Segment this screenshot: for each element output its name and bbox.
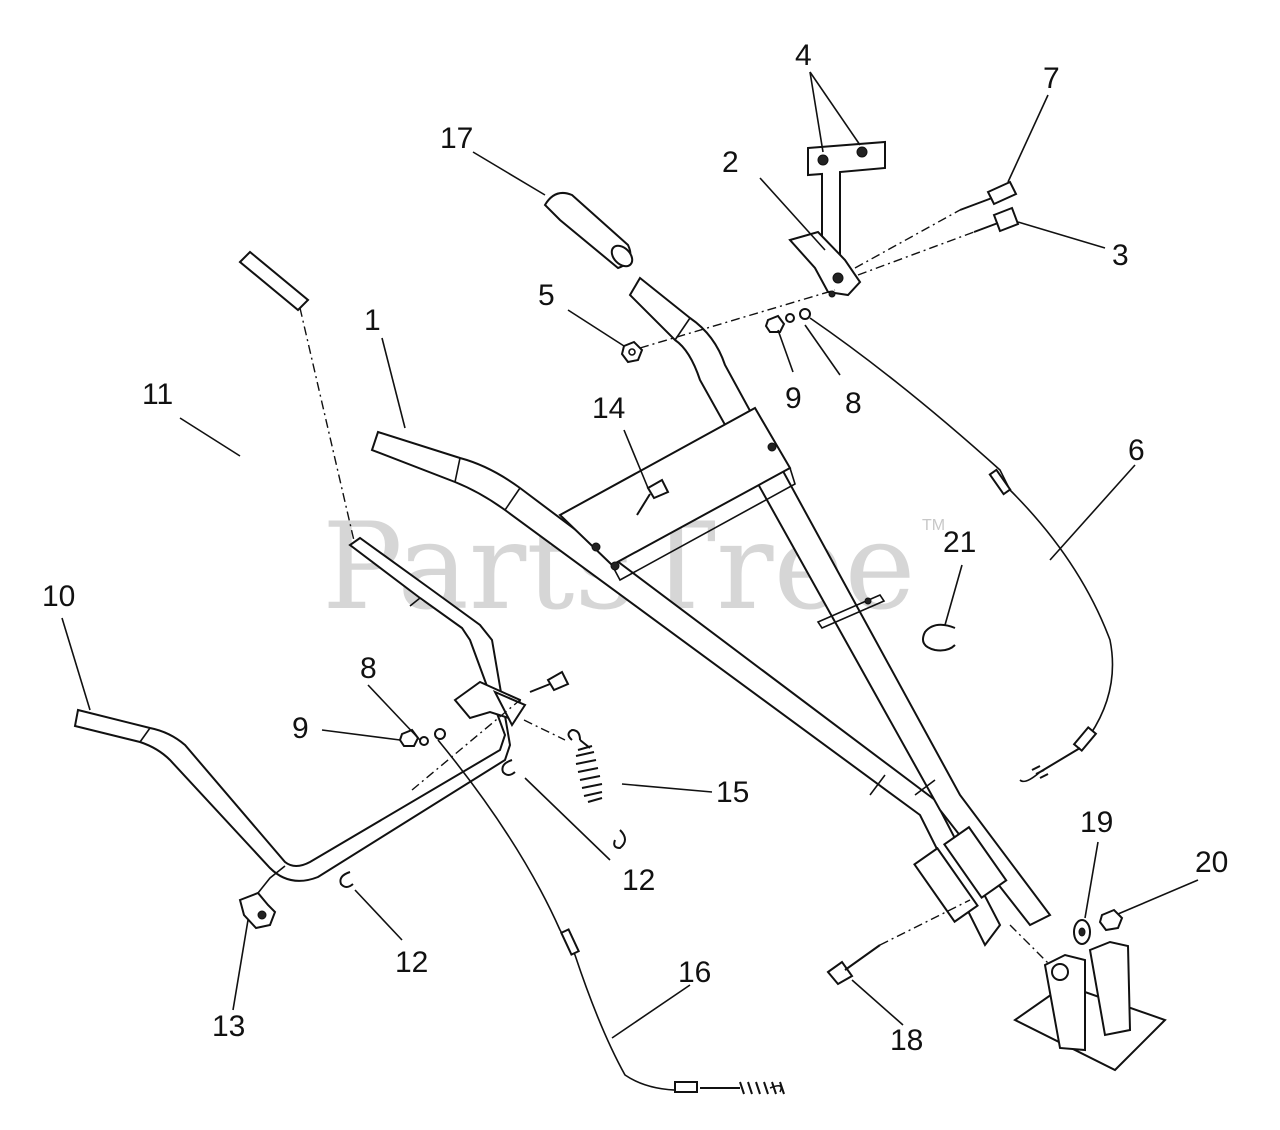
nut-part-5 bbox=[620, 340, 644, 364]
callout-1: 1 bbox=[364, 304, 381, 337]
assembly-line-bolt-3 bbox=[857, 231, 975, 276]
callout-12-right: 12 bbox=[622, 864, 655, 897]
handle-panel-bracket bbox=[558, 406, 796, 582]
callout-2: 2 bbox=[722, 146, 739, 179]
callout-18: 18 bbox=[890, 1024, 923, 1057]
callout-10: 10 bbox=[42, 580, 75, 613]
trigger-bracket bbox=[453, 680, 527, 727]
callout-8-top: 8 bbox=[845, 387, 862, 420]
callout-14: 14 bbox=[592, 392, 625, 425]
assembly-line-bolt-7 bbox=[854, 209, 961, 269]
washer-part-19 bbox=[1073, 919, 1091, 945]
assembly-line-nut-5 bbox=[639, 289, 836, 349]
bolt-part-3 bbox=[973, 206, 1020, 233]
bolt-part-7 bbox=[959, 180, 1018, 211]
assembly-line-bolt-18 bbox=[879, 899, 971, 946]
watermark-trademark: TM bbox=[922, 517, 945, 534]
grip-part-11 bbox=[238, 250, 310, 312]
callout-15: 15 bbox=[716, 776, 749, 809]
assembly-line-lower bbox=[411, 699, 521, 791]
cable-part-16 bbox=[437, 739, 785, 1095]
nut-part-9-top bbox=[764, 314, 786, 333]
callout-21: 21 bbox=[943, 526, 976, 559]
bolt-part-18 bbox=[826, 944, 881, 986]
control-bracket-part-2 bbox=[788, 230, 862, 298]
leader-lines bbox=[61, 71, 1199, 1039]
callout-8-lower: 8 bbox=[360, 652, 377, 685]
callout-17: 17 bbox=[440, 122, 473, 155]
callout-11: 11 bbox=[142, 378, 173, 411]
callout-6: 6 bbox=[1128, 434, 1145, 467]
assembly-line-grip-11 bbox=[299, 307, 356, 546]
handlebar-part-10 bbox=[73, 536, 512, 882]
callout-7: 7 bbox=[1043, 62, 1060, 95]
screw-part-14 bbox=[636, 478, 670, 516]
clip-part-12-left bbox=[339, 871, 354, 888]
callout-5: 5 bbox=[538, 279, 555, 312]
washer-part-8-lower bbox=[419, 728, 446, 746]
clip-part-12-right bbox=[501, 759, 516, 776]
callout-20: 20 bbox=[1195, 846, 1228, 879]
cable-part-6 bbox=[809, 317, 1114, 783]
assembly-line-spring bbox=[523, 719, 566, 741]
callout-4: 4 bbox=[795, 39, 812, 72]
handle-bar-part-1 bbox=[370, 430, 1002, 947]
bolt-trigger bbox=[529, 670, 570, 693]
callout-13: 13 bbox=[212, 1010, 245, 1043]
callout-3: 3 bbox=[1112, 239, 1129, 272]
nut-part-20 bbox=[1098, 908, 1124, 932]
mount-bracket bbox=[1013, 940, 1167, 1072]
nut-part-9-lower bbox=[398, 728, 420, 747]
washer-part-8-top bbox=[785, 308, 811, 323]
cable-end-part-13 bbox=[238, 865, 286, 930]
callout-labels: 1 2 3 4 5 6 7 8 8 9 9 10 11 12 12 13 14 … bbox=[42, 39, 1228, 1057]
grip-part-17 bbox=[543, 192, 634, 270]
callout-12-left: 12 bbox=[395, 946, 428, 979]
cable-clamp bbox=[816, 593, 886, 630]
spring-part-15 bbox=[567, 728, 626, 850]
callout-9-top: 9 bbox=[785, 382, 802, 415]
callout-19: 19 bbox=[1080, 806, 1113, 839]
callout-16: 16 bbox=[678, 956, 711, 989]
clip-part-21 bbox=[922, 623, 956, 652]
callout-9-lower: 9 bbox=[292, 712, 309, 745]
